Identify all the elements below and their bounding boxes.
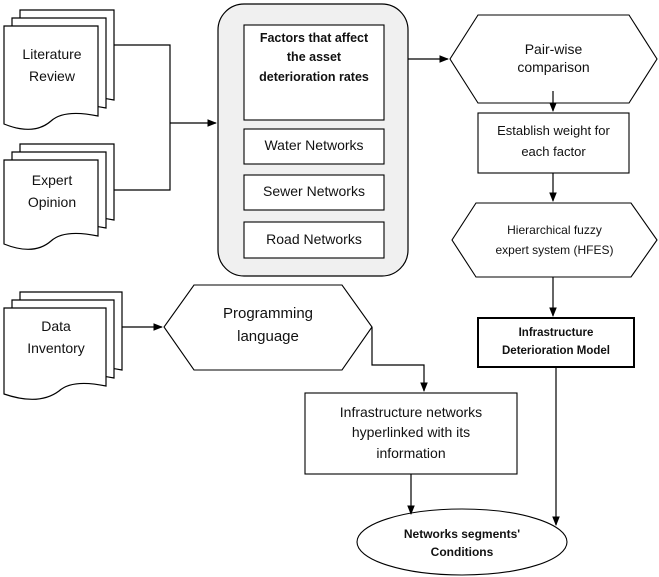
- factors-header-label: Factors that affect the asset deteriorat…: [259, 31, 369, 84]
- deterioration-model-box: [477, 317, 635, 368]
- water-networks-label: Water Networks: [264, 137, 364, 154]
- infrastructure-networks-box: [304, 392, 518, 475]
- conditions-ellipse: [356, 508, 568, 576]
- data-inventory-document: [3, 291, 123, 400]
- conditions-label: Networks segments' Conditions: [403, 527, 521, 559]
- hfes-hexagon: [451, 202, 658, 278]
- sewer-networks-box: [243, 174, 385, 211]
- water-networks-box: [243, 128, 385, 165]
- literature-review-document: [3, 9, 115, 130]
- weight-label: Establish weight for each factor: [497, 123, 610, 159]
- weight-box: [477, 112, 630, 174]
- arrow-to-infrastructure: [371, 327, 428, 392]
- connector-literature: [114, 44, 171, 123]
- pairwise-comparison-hexagon: [449, 14, 658, 104]
- road-networks-box: [243, 221, 385, 259]
- deterioration-model-label: Infrastructure Deterioration Model: [502, 327, 610, 357]
- expert-opinion-label: Expert Opinion: [27, 171, 77, 210]
- connector-expert: [114, 123, 171, 191]
- literature-review-label: Literature Review: [22, 45, 82, 84]
- expert-opinion-document: [3, 143, 115, 250]
- infrastructure-networks-label: Infrastructure networks hyperlinked with…: [339, 404, 483, 461]
- sewer-networks-label: Sewer Networks: [263, 183, 365, 200]
- data-inventory-label: Data Inventory: [27, 317, 85, 356]
- road-networks-label: Road Networks: [266, 230, 362, 247]
- factors-header-box: [243, 24, 385, 121]
- pairwise-label: Pair-wise comparison: [517, 40, 590, 75]
- programming-language-hexagon: [163, 284, 373, 371]
- programming-language-label: Programming language: [222, 304, 314, 345]
- hfes-label: Hierarchical fuzzy expert system (HFES): [495, 222, 614, 257]
